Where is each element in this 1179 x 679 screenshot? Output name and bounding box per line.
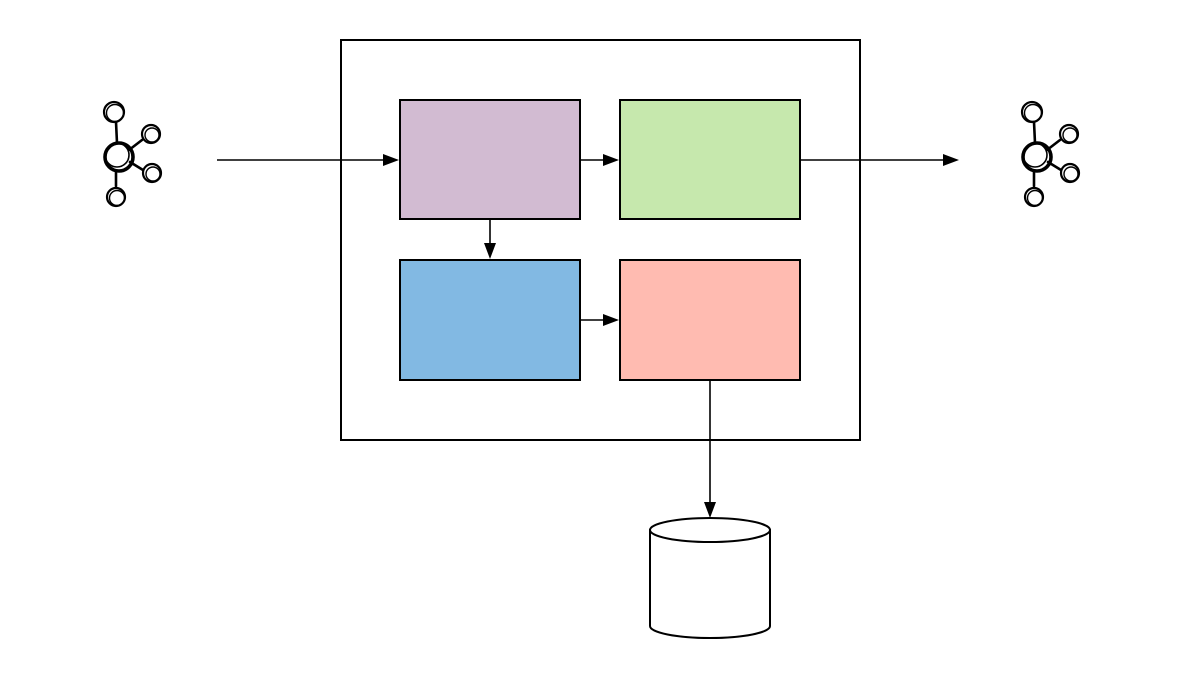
green-block[interactable] <box>619 99 801 220</box>
input-network-icon[interactable] <box>102 100 163 208</box>
edge-blue-to-pink <box>580 314 619 326</box>
purple-block[interactable] <box>399 99 581 220</box>
output-network-icon[interactable] <box>1020 100 1081 208</box>
database-cylinder-icon[interactable] <box>649 517 771 639</box>
pink-block[interactable] <box>619 259 801 381</box>
blue-block[interactable] <box>399 259 581 381</box>
edge-green-to-output <box>800 154 959 166</box>
edge-pink-to-database <box>704 380 716 518</box>
edge-purple-to-green <box>580 154 619 166</box>
system-container <box>340 39 861 441</box>
edge-purple-to-blue <box>484 219 496 259</box>
edge-input-to-purple <box>217 154 399 166</box>
